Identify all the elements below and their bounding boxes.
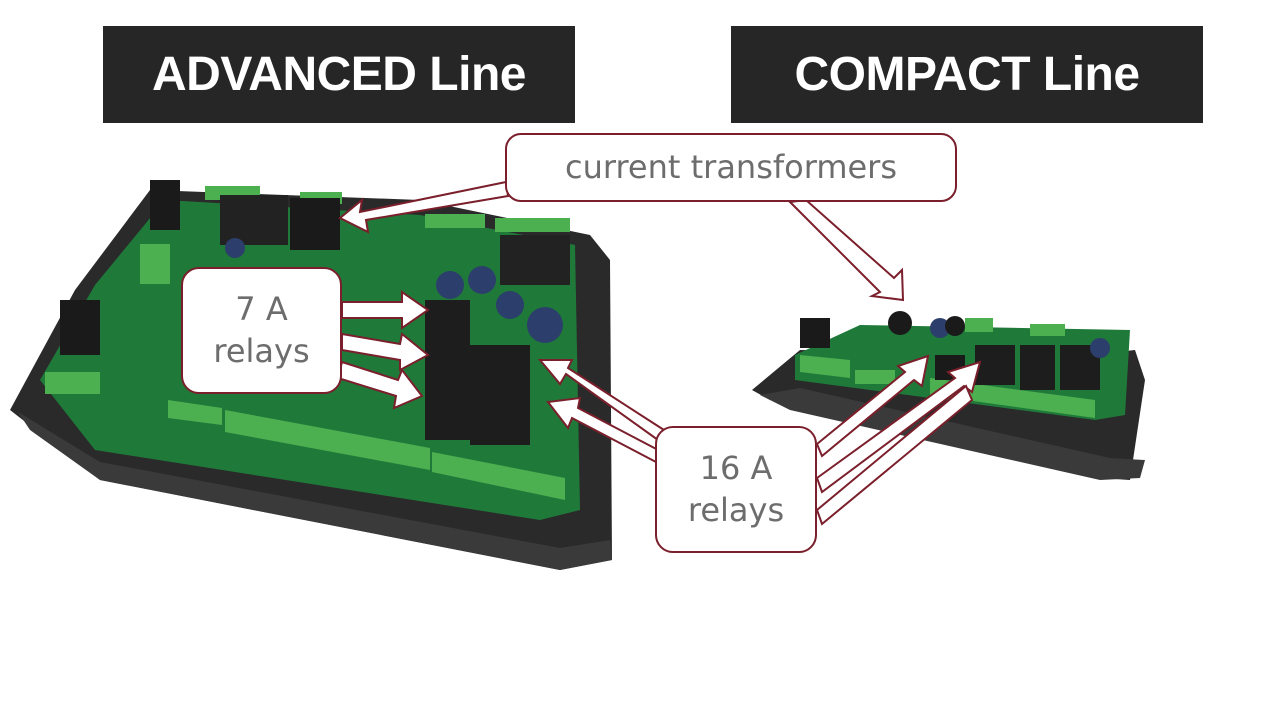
arrow-16a-adv-1 — [537, 359, 666, 442]
current-transformers-label: current transformers — [565, 147, 897, 186]
relays-7a-rating: 7 A — [235, 289, 288, 328]
relays-16a-callout: 16 A relays — [655, 426, 817, 553]
arrow-16a-cmp-3 — [815, 384, 974, 526]
arrow-7a-2 — [341, 332, 430, 372]
relays-7a-label: relays — [213, 331, 310, 370]
relays-16a-label: relays — [687, 490, 785, 529]
callout-arrows — [336, 180, 982, 526]
arrow-16a-cmp-1 — [815, 354, 930, 458]
arrow-ct-compact — [787, 198, 905, 302]
arrow-7a-3 — [336, 360, 424, 410]
arrow-7a-1 — [341, 290, 430, 330]
current-transformers-callout: current transformers — [505, 133, 957, 202]
arrow-16a-adv-2 — [546, 396, 664, 464]
relays-16a-rating: 16 A — [699, 448, 773, 487]
relays-7a-callout: 7 A relays — [181, 267, 342, 394]
compact-line-title: COMPACT Line — [731, 26, 1203, 123]
advanced-line-title: ADVANCED Line — [103, 26, 575, 123]
arrow-16a-cmp-2 — [815, 360, 982, 494]
arrow-ct-advanced — [338, 180, 510, 234]
